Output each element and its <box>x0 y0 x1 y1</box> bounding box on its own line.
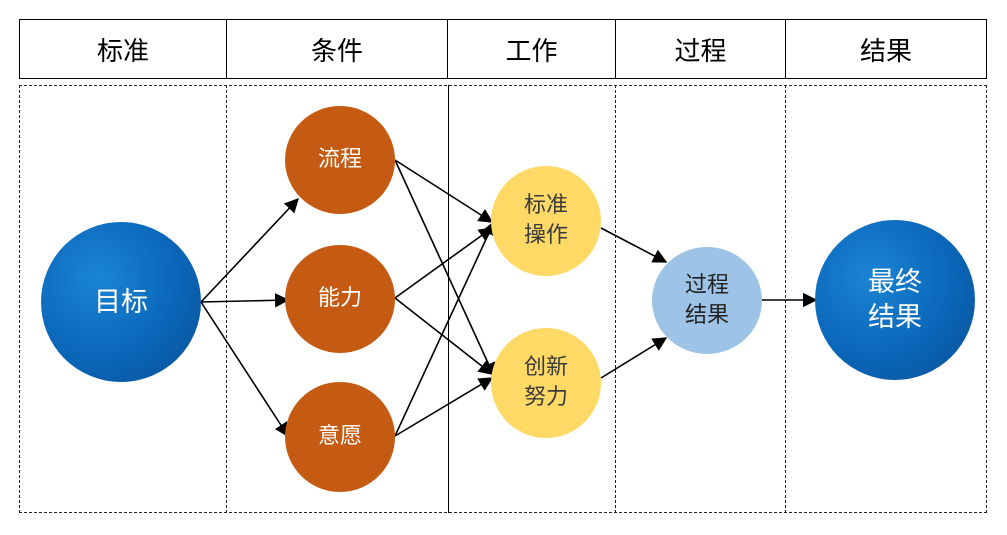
arrow-goal-to-ability <box>200 293 290 308</box>
goal-label: 目标 <box>94 286 148 318</box>
final-result-label: 最终 结果 <box>868 267 922 333</box>
willingness-node: 意愿 <box>285 382 395 492</box>
arrow-goal-to-process <box>200 197 299 303</box>
column-divider <box>615 85 616 513</box>
arrow-willingness-to-innovation <box>394 377 494 437</box>
process-node: 流程 <box>285 106 395 214</box>
innovation-effort-node: 创新 努力 <box>491 328 601 438</box>
arrow-willingness-to-standard <box>394 220 496 437</box>
final-result-node: 最终 结果 <box>815 220 975 380</box>
willingness-label: 意愿 <box>317 424 362 449</box>
ability-label: 能力 <box>317 286 362 311</box>
arrow-standard-to-process-result <box>600 227 668 263</box>
arrow-ability-to-innovation <box>394 297 494 375</box>
ability-node: 能力 <box>285 245 395 353</box>
standard-operation-node: 标准 操作 <box>491 166 601 276</box>
arrow-goal-to-willingness <box>200 301 289 438</box>
column-header-process: 过程 <box>616 20 786 78</box>
process-result-label: 过程 结果 <box>684 272 729 328</box>
column-divider <box>226 85 227 513</box>
column-divider <box>448 85 449 513</box>
arrow-process-to-innovation <box>394 159 496 378</box>
header-row: 标准 条件 工作 过程 结果 <box>19 19 987 79</box>
arrow-ability-to-standard <box>394 227 494 299</box>
column-header-conditions: 条件 <box>227 20 448 78</box>
column-header-result: 结果 <box>859 36 912 67</box>
arrow-innovation-to-process-result <box>600 337 668 379</box>
innovation-effort-label: 创新 努力 <box>523 355 568 410</box>
arrow-process-to-standard <box>394 159 494 223</box>
process-result-node: 过程 结果 <box>652 247 762 354</box>
goal-node: 目标 <box>41 222 201 382</box>
column-header-work: 工作 <box>448 20 616 78</box>
process-label: 流程 <box>317 147 362 172</box>
column-header-standard: 标准 <box>20 20 227 78</box>
diagram-body <box>19 85 987 513</box>
standard-operation-label: 标准 操作 <box>523 193 568 248</box>
column-divider <box>785 85 786 513</box>
